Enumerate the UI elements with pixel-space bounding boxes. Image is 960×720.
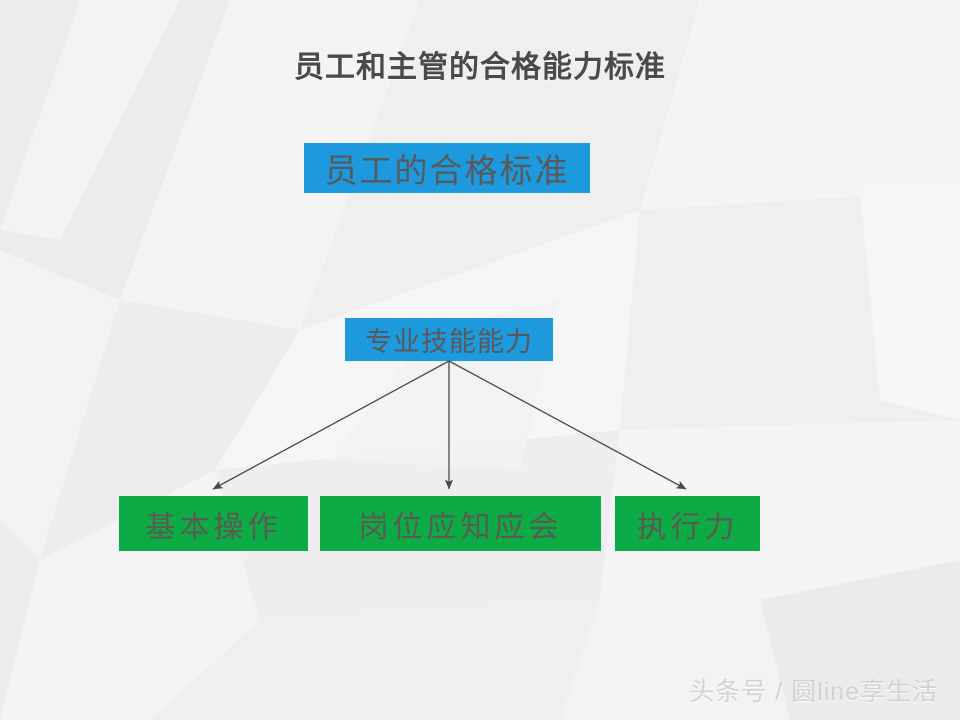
page-title: 员工和主管的合格能力标准 xyxy=(294,51,666,84)
diagram-node-leaf-basic-operation[interactable]: 基本操作 xyxy=(119,496,308,551)
diagram-node-leaf-job-knowledge[interactable]: 岗位应知应会 xyxy=(320,496,601,551)
watermark: 头条号 / 圆line享生活 xyxy=(689,678,938,706)
diagram-node-top-label: 员工的合格标准 xyxy=(324,152,570,189)
diagram-node-top[interactable]: 员工的合格标准 xyxy=(304,143,590,193)
diagram-node-mid[interactable]: 专业技能能力 xyxy=(345,318,553,361)
diagram-node-leaf-label: 基本操作 xyxy=(145,510,282,544)
diagram-node-leaf-label: 岗位应知应会 xyxy=(358,510,563,544)
diagram-node-leaf-execution[interactable]: 执行力 xyxy=(615,496,760,551)
diagram-node-leaf-label: 执行力 xyxy=(636,510,739,544)
diagram-node-mid-label: 专业技能能力 xyxy=(365,327,533,357)
